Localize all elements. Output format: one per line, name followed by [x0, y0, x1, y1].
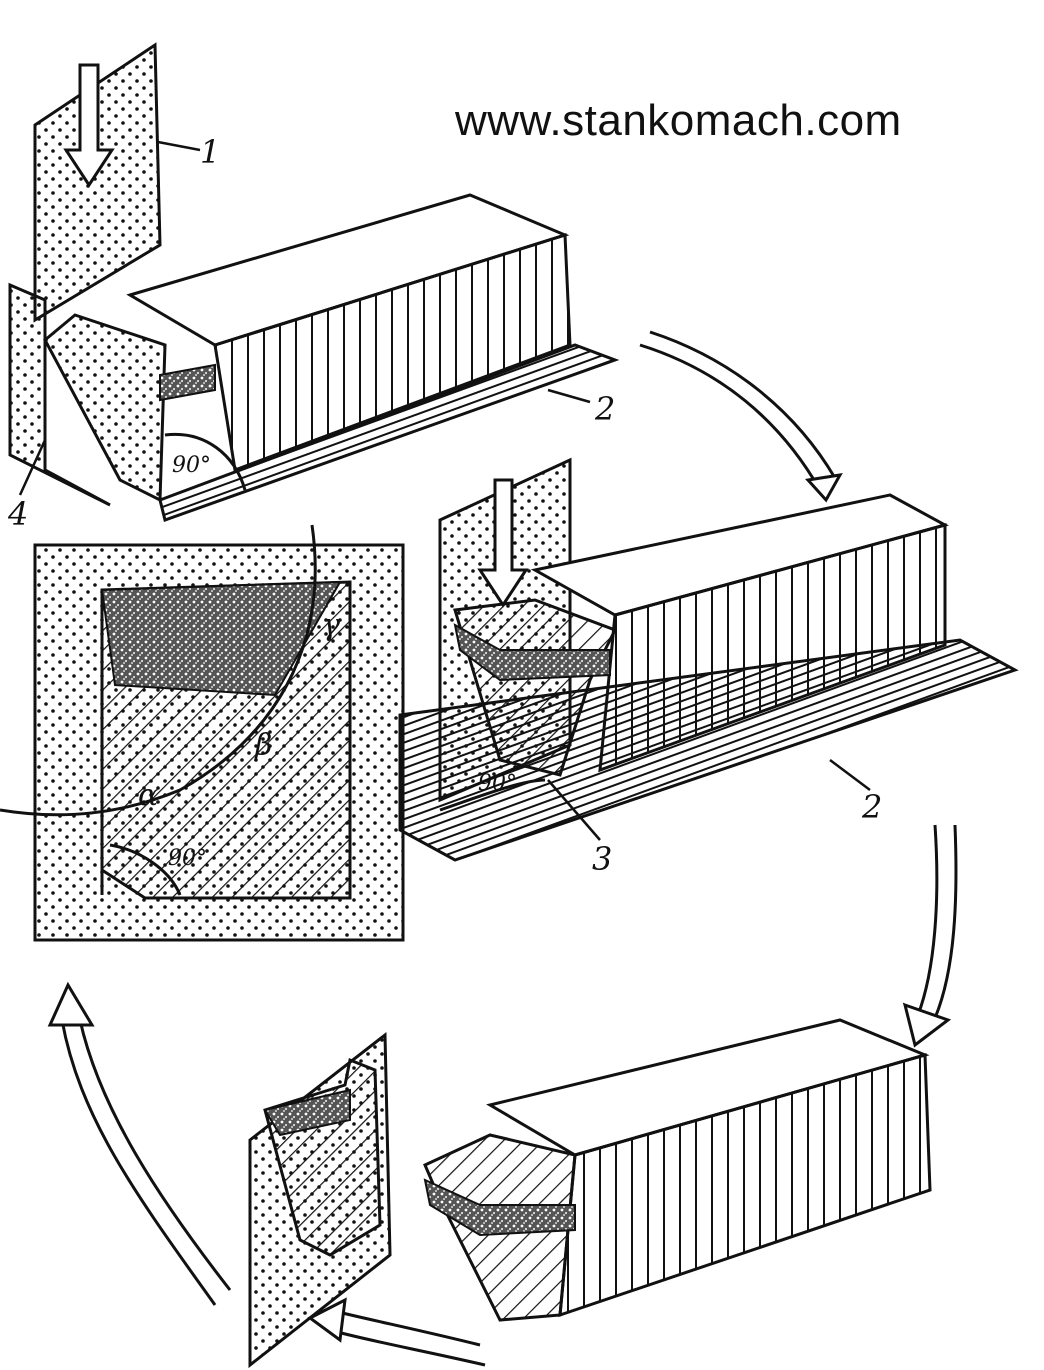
arc-gamma-beta: [0, 524, 317, 817]
angle-arc-top: [164, 432, 247, 491]
bottom-tool: [423, 1018, 932, 1322]
flow-arrow-4: [47, 981, 232, 1306]
bottom-plane: [248, 1031, 392, 1369]
flow-arrow-3: [307, 1297, 486, 1367]
section-insert: [100, 580, 342, 697]
label-angle-90-section: 90°: [168, 846, 207, 871]
label-base-2-top: 2: [594, 390, 615, 428]
carbide-insert-mid: [453, 623, 611, 682]
flow-arrow-2: [902, 824, 958, 1048]
carbide-insert-bottom: [423, 1178, 576, 1237]
top-tool-assembly: 1 2 4 90°: [7, 42, 620, 533]
tool-mid-side-face: [598, 523, 947, 773]
middle-tool-assembly: 90° 2 3: [398, 457, 1019, 878]
carbide-insert-top: [159, 363, 216, 402]
carbide-insert-plane: [263, 1088, 351, 1137]
plane-1: [33, 42, 162, 323]
label-beta: β: [254, 728, 272, 763]
down-arrow-mid: [477, 478, 529, 608]
label-gamma: γ: [322, 608, 340, 643]
label-plane-4: 4: [7, 495, 28, 533]
tool-mid-head: [453, 598, 618, 777]
tool-side-face: [213, 232, 572, 473]
arc-90-section: [109, 843, 182, 896]
flow-arrow-1: [639, 343, 822, 491]
base-plate-top: [158, 343, 620, 522]
section-view: γ β α 90°: [0, 524, 405, 942]
label-angle-90-top: 90°: [172, 453, 211, 478]
watermark-url: www.stankomach.com: [455, 96, 902, 145]
tool-head: [43, 313, 167, 503]
label-alpha: α: [138, 778, 158, 813]
label-plane-1: 1: [200, 133, 220, 171]
label-base-2-mid: 2: [861, 788, 882, 826]
angle-arc-mid: [439, 778, 546, 812]
label-angle-90-mid: 90°: [478, 771, 517, 796]
down-arrow-top: [63, 63, 115, 188]
label-tool-3: 3: [592, 840, 612, 878]
